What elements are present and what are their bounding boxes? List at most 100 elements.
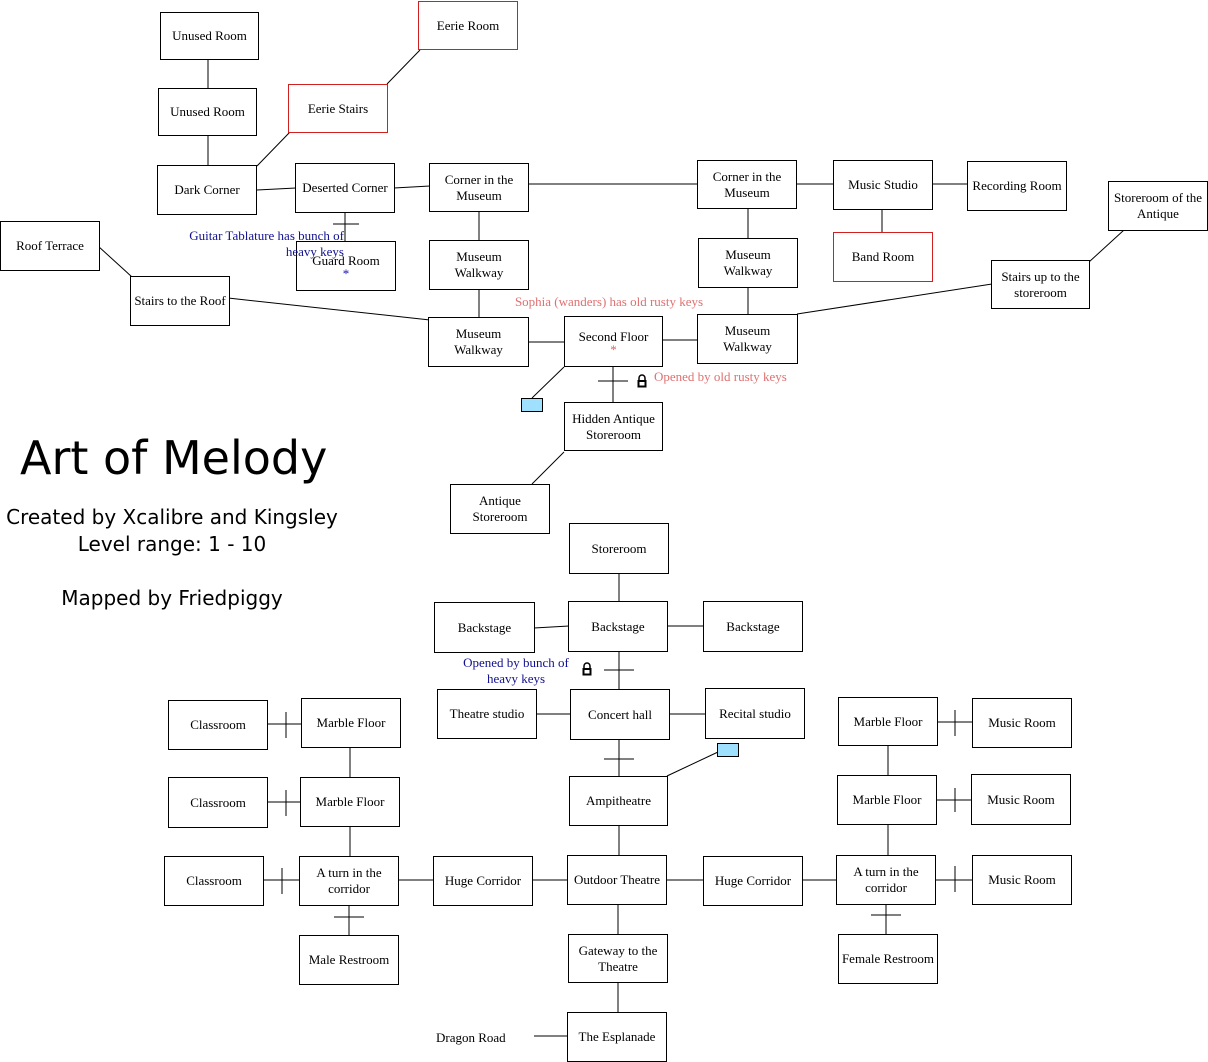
room-museum-walkway[interactable]: Museum Walkway bbox=[698, 238, 798, 288]
room-label: Male Restroom bbox=[308, 952, 390, 967]
room-label: Recording Room bbox=[972, 178, 1062, 193]
room-backstage[interactable]: Backstage bbox=[434, 602, 535, 653]
room-hidden-antique-storeroom[interactable]: Hidden Antique Storeroom bbox=[564, 402, 663, 451]
room-recording-room[interactable]: Recording Room bbox=[967, 161, 1067, 211]
note-guitar-tablature: Guitar Tablature has bunch of heavy keys bbox=[189, 228, 344, 259]
room-label: Huge Corridor bbox=[714, 873, 792, 888]
room-backstage[interactable]: Backstage bbox=[703, 601, 803, 652]
room-label: Recital studio bbox=[719, 705, 791, 721]
room-label: Roof Terrace bbox=[16, 238, 84, 253]
room-stairs-to-the-roof[interactable]: Stairs to the Roof bbox=[130, 276, 230, 326]
room-label: Classroom bbox=[190, 794, 246, 810]
room-music-room[interactable]: Music Room bbox=[972, 855, 1072, 905]
room-label: Marble Floor bbox=[853, 713, 923, 729]
note-opened-heavy: Opened by bunch of heavy keys bbox=[463, 655, 569, 686]
room-label: Outdoor Theatre bbox=[573, 872, 661, 887]
room-a-turn-in-the-corridor[interactable]: A turn in the corridor bbox=[836, 855, 936, 905]
link bbox=[796, 283, 993, 315]
room-label: The Esplanade bbox=[578, 1029, 656, 1044]
room-classroom[interactable]: Classroom bbox=[164, 856, 264, 906]
room-eerie-stairs[interactable]: Eerie Stairs bbox=[288, 84, 388, 133]
label-dragon-road: Dragon Road bbox=[436, 1030, 506, 1045]
room-label: Marble Floor bbox=[852, 792, 922, 807]
room-label: Music Studio bbox=[848, 177, 918, 192]
link bbox=[97, 245, 133, 278]
room-storeroom[interactable]: Storeroom bbox=[569, 523, 669, 574]
room-theatre-studio[interactable]: Theatre studio bbox=[437, 689, 537, 739]
room-unused-room[interactable]: Unused Room bbox=[158, 88, 257, 136]
room-label: Stairs up to the storeroom bbox=[1001, 268, 1080, 300]
room-label: Huge Corridor bbox=[444, 873, 522, 888]
room-unused-room[interactable]: Unused Room bbox=[160, 12, 259, 60]
room-label: Storeroom bbox=[591, 540, 647, 556]
room-outdoor-theatre[interactable]: Outdoor Theatre bbox=[567, 855, 667, 905]
room-guard-room[interactable]: Guard Room* bbox=[296, 241, 396, 291]
mob-marker: * bbox=[610, 341, 617, 357]
room-music-room[interactable]: Music Room bbox=[971, 774, 1071, 825]
room-corner-in-the-museum[interactable]: Corner in the Museum bbox=[697, 160, 797, 209]
room-label: Music Room bbox=[988, 715, 1056, 730]
map-title: Art of Melody bbox=[20, 431, 328, 485]
mapper-credit: Mapped by Friedpiggy bbox=[61, 586, 283, 610]
room-recital-studio[interactable]: Recital studio bbox=[705, 688, 805, 739]
room-marble-floor[interactable]: Marble Floor bbox=[838, 697, 938, 746]
room-museum-walkway[interactable]: Museum Walkway bbox=[429, 240, 529, 290]
room-dark-corner[interactable]: Dark Corner bbox=[157, 165, 257, 215]
link bbox=[386, 49, 421, 85]
link bbox=[393, 185, 431, 189]
room-storeroom-of-the-antique[interactable]: Storeroom of the Antique bbox=[1108, 181, 1208, 231]
room-museum-walkway[interactable]: Museum Walkway bbox=[428, 317, 529, 367]
room-museum-walkway[interactable]: Museum Walkway bbox=[697, 314, 798, 364]
room-ampitheatre[interactable]: Ampitheatre bbox=[569, 776, 668, 826]
room-marble-floor[interactable]: Marble Floor bbox=[301, 698, 401, 748]
room-label: Marble Floor bbox=[315, 794, 385, 809]
room-label: Theatre studio bbox=[449, 706, 525, 721]
room-roof-terrace[interactable]: Roof Terrace bbox=[0, 221, 100, 271]
room-backstage[interactable]: Backstage bbox=[568, 601, 668, 652]
room-classroom[interactable]: Classroom bbox=[168, 777, 268, 828]
room-music-room[interactable]: Music Room bbox=[972, 698, 1072, 748]
room-stairs-up-to-the-storeroom[interactable]: Stairs up to the storeroom bbox=[991, 260, 1090, 309]
link bbox=[256, 187, 297, 191]
room-marble-floor[interactable]: Marble Floor bbox=[300, 777, 400, 827]
link bbox=[666, 751, 719, 777]
room-label: Unused Room bbox=[170, 104, 245, 119]
room-deserted-corner[interactable]: Deserted Corner bbox=[295, 163, 395, 213]
room-label: Hidden Antique Storeroom bbox=[572, 410, 655, 442]
room-corner-in-the-museum[interactable]: Corner in the Museum bbox=[429, 163, 529, 212]
room-a-turn-in-the-corridor[interactable]: A turn in the corridor bbox=[299, 856, 399, 906]
room-label: Guard Room bbox=[312, 253, 380, 268]
room-second-floor[interactable]: Second Floor* bbox=[564, 316, 663, 367]
room-gateway-to-the-theatre[interactable]: Gateway to the Theatre bbox=[568, 934, 668, 983]
room-label: Dark Corner bbox=[174, 182, 240, 197]
room-label: Classroom bbox=[186, 873, 242, 888]
map-credits: Created by Xcalibre and Kingsley bbox=[6, 505, 338, 529]
link bbox=[227, 297, 431, 321]
room-female-restroom[interactable]: Female Restroom bbox=[838, 934, 938, 984]
lock-icon bbox=[637, 374, 647, 388]
room-music-studio[interactable]: Music Studio bbox=[833, 160, 933, 210]
room-male-restroom[interactable]: Male Restroom bbox=[299, 935, 399, 985]
exit-box[interactable] bbox=[717, 743, 739, 757]
note-sophia: Sophia (wanders) has old rusty keys bbox=[514, 294, 704, 309]
room-eerie-room[interactable]: Eerie Room bbox=[418, 1, 518, 50]
room-classroom[interactable]: Classroom bbox=[168, 700, 268, 750]
room-antique-storeroom[interactable]: Antique Storeroom bbox=[450, 484, 550, 534]
room-label: Museum Walkway bbox=[454, 249, 504, 280]
room-label: Gateway to the Theatre bbox=[578, 942, 658, 974]
room-marble-floor[interactable]: Marble Floor bbox=[837, 775, 937, 825]
room-label: Second Floor bbox=[578, 328, 649, 344]
room-label: Marble Floor bbox=[316, 715, 386, 730]
room-concert-hall[interactable]: Concert hall bbox=[570, 689, 670, 740]
room-huge-corridor[interactable]: Huge Corridor bbox=[433, 856, 533, 906]
room-band-room[interactable]: Band Room bbox=[833, 232, 933, 282]
link bbox=[531, 451, 565, 485]
room-huge-corridor[interactable]: Huge Corridor bbox=[703, 856, 803, 906]
room-label: Backstage bbox=[591, 618, 645, 634]
room-label: Ampitheatre bbox=[586, 793, 651, 808]
room-label: A turn in the corridor bbox=[853, 864, 919, 895]
room-the-esplanade[interactable]: The Esplanade bbox=[567, 1012, 667, 1062]
exit-box[interactable] bbox=[521, 398, 543, 412]
room-label: Museum Walkway bbox=[723, 247, 773, 278]
room-label: Corner in the Museum bbox=[712, 168, 782, 200]
